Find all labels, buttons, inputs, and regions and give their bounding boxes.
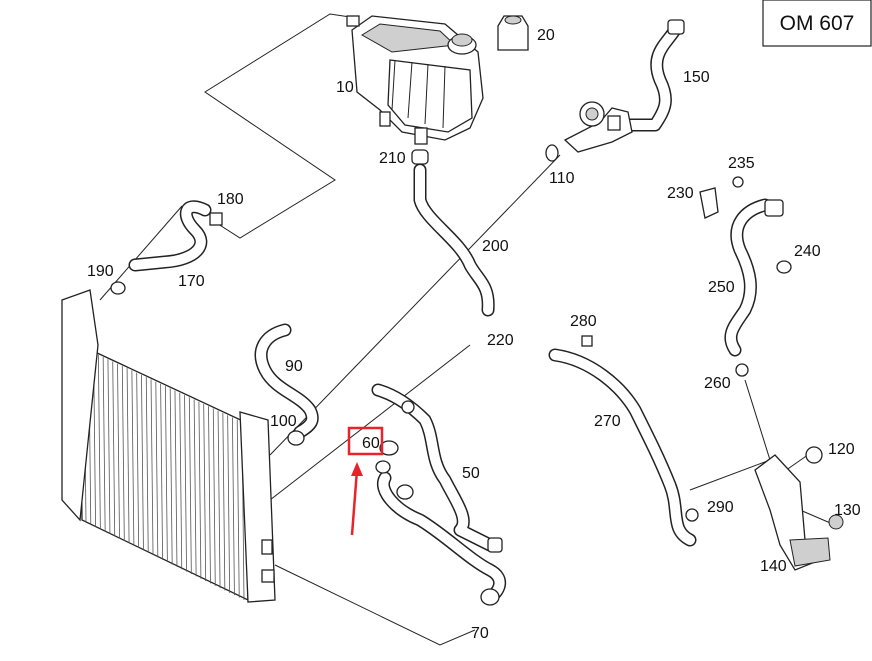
label-235[interactable]: 235 [728,155,755,172]
label-60[interactable]: 60 [362,435,380,452]
label-90[interactable]: 90 [285,358,303,375]
label-200[interactable]: 200 [482,238,509,255]
label-120[interactable]: 120 [828,441,855,458]
label-270[interactable]: 270 [594,413,621,430]
hose-90[interactable] [254,323,319,446]
tank-cap[interactable] [497,15,529,51]
clamp-60[interactable] [375,440,399,474]
hose-170[interactable] [110,200,223,295]
label-110[interactable]: 110 [549,170,575,187]
label-140[interactable]: 140 [760,558,787,575]
label-260[interactable]: 260 [704,375,731,392]
thermostat-housing[interactable] [545,101,633,162]
label-180[interactable]: 180 [217,191,244,208]
label-280[interactable]: 280 [570,313,597,330]
part-labels: 10 20 50 60 70 90 100 110 120 130 140 15… [87,27,861,642]
label-240[interactable]: 240 [794,243,821,260]
hose-70[interactable] [377,471,507,606]
highlight-60 [347,426,384,536]
model-code: OM 607 [780,12,855,35]
label-150[interactable]: 150 [683,69,710,86]
label-170[interactable]: 170 [178,273,205,290]
label-10[interactable]: 10 [336,79,354,96]
label-70[interactable]: 70 [471,625,489,642]
radiator[interactable] [61,289,276,603]
label-220[interactable]: 220 [487,332,514,349]
label-100[interactable]: 100 [270,413,297,430]
hose-50[interactable] [371,383,503,553]
bracket-230[interactable] [699,176,744,219]
label-210[interactable]: 210 [379,150,406,167]
label-50[interactable]: 50 [462,465,480,482]
label-230[interactable]: 230 [667,185,694,202]
expansion-tank[interactable] [346,15,484,145]
label-290[interactable]: 290 [707,499,734,516]
hose-150[interactable] [623,19,685,132]
label-250[interactable]: 250 [708,279,735,296]
model-code-box: OM 607 [762,0,872,47]
hose-200[interactable] [411,149,495,317]
label-130[interactable]: 130 [834,502,861,519]
valve-140[interactable] [754,446,844,571]
hose-270[interactable] [548,335,699,547]
label-20[interactable]: 20 [537,27,555,44]
label-190[interactable]: 190 [87,263,114,280]
hose-250[interactable] [724,198,792,377]
